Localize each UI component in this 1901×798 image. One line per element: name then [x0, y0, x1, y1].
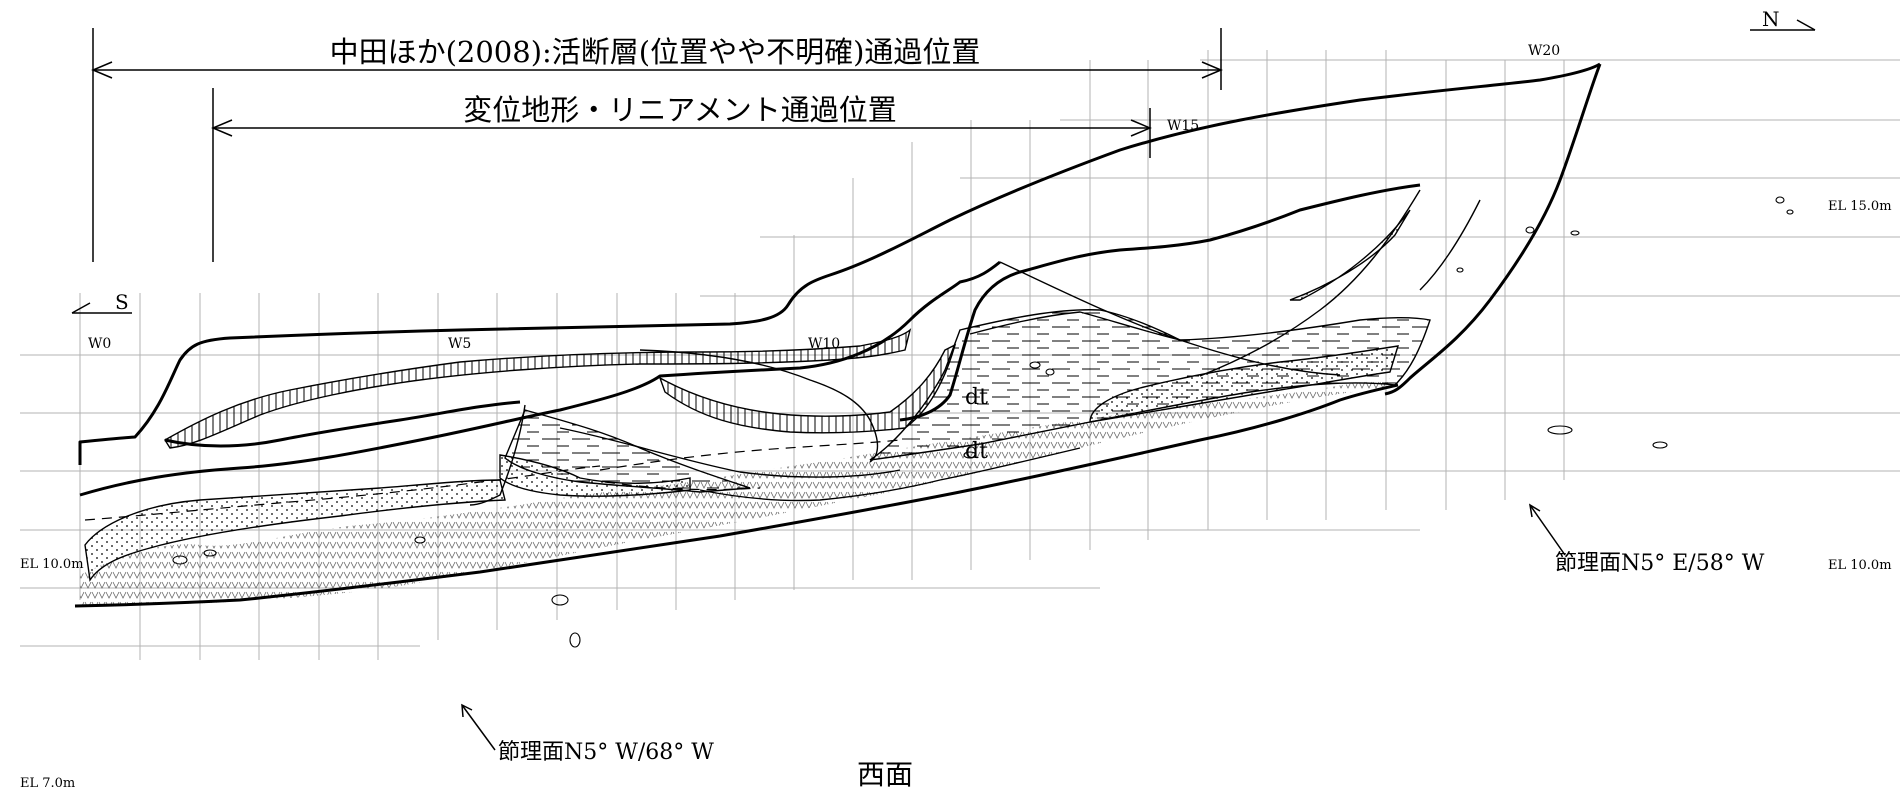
- gravel-wedge-upper: [1289, 209, 1411, 301]
- lineament-bracket-label: 変位地形・リニアメント通過位置: [463, 93, 897, 127]
- silt-wedge-left: [504, 409, 751, 493]
- elevation-left-7: EL 7.0m: [20, 776, 75, 791]
- unit-label-dt-lower: dt: [965, 439, 988, 464]
- contact-thin-7: [559, 427, 901, 478]
- south-arrow: [71, 302, 132, 314]
- bedrock-unit: [80, 378, 1390, 606]
- north-label: N: [1762, 7, 1780, 31]
- contact-thin-8: [699, 447, 1081, 502]
- elevation-right-10: EL 10.0m: [1828, 558, 1892, 573]
- grid-label-w10: W10: [808, 336, 840, 352]
- elevation-right-15: EL 15.0m: [1828, 199, 1892, 214]
- fault-bracket: [91, 28, 1223, 262]
- grid-label-w15: W15: [1167, 118, 1199, 134]
- lineament-bracket: [211, 88, 1152, 262]
- contact-mid: [164, 400, 521, 448]
- contact-upper: [899, 183, 1421, 422]
- grid-label-w5: W5: [448, 336, 471, 352]
- south-label: S: [115, 290, 129, 314]
- north-arrow: [1750, 19, 1816, 31]
- contact-upper-2: [79, 260, 1001, 497]
- fault-bracket-label: 中田ほか(2008):活断層(位置やや不明確)通過位置: [330, 35, 981, 69]
- contact-thin-4: [969, 311, 1181, 341]
- paleosol-band-upper: [164, 328, 912, 449]
- unit-label-dt-upper: dt: [965, 385, 988, 410]
- contact-thin-5: [1199, 189, 1421, 377]
- inferred-contact-3: [604, 481, 761, 491]
- contact-thin-1: [469, 404, 526, 506]
- elevation-left-10: EL 10.0m: [20, 557, 84, 572]
- pebbles: [172, 196, 1794, 648]
- contact-thin-6: [1419, 199, 1481, 291]
- face-label: 西面: [857, 758, 913, 791]
- scarp-right: [1384, 63, 1602, 396]
- joint-right-label: 節理面N5° E/58° W: [1555, 551, 1765, 576]
- joint-right-leader: [1528, 503, 1566, 556]
- silt-wedge-center: [869, 309, 1431, 461]
- joint-left-leader: [461, 703, 496, 751]
- basal-contact: [74, 383, 1399, 608]
- paleosol-band-lower: [658, 343, 957, 434]
- contact-thin-2: [639, 349, 879, 463]
- inferred-contact-2: [599, 439, 901, 471]
- grid-label-w0: W0: [88, 336, 111, 352]
- joint-left-label: 節理面N5° W/68° W: [498, 740, 714, 765]
- grid-label-w20: W20: [1528, 43, 1560, 59]
- inferred-contact-1: [84, 465, 601, 521]
- ground-surface: [78, 62, 1601, 465]
